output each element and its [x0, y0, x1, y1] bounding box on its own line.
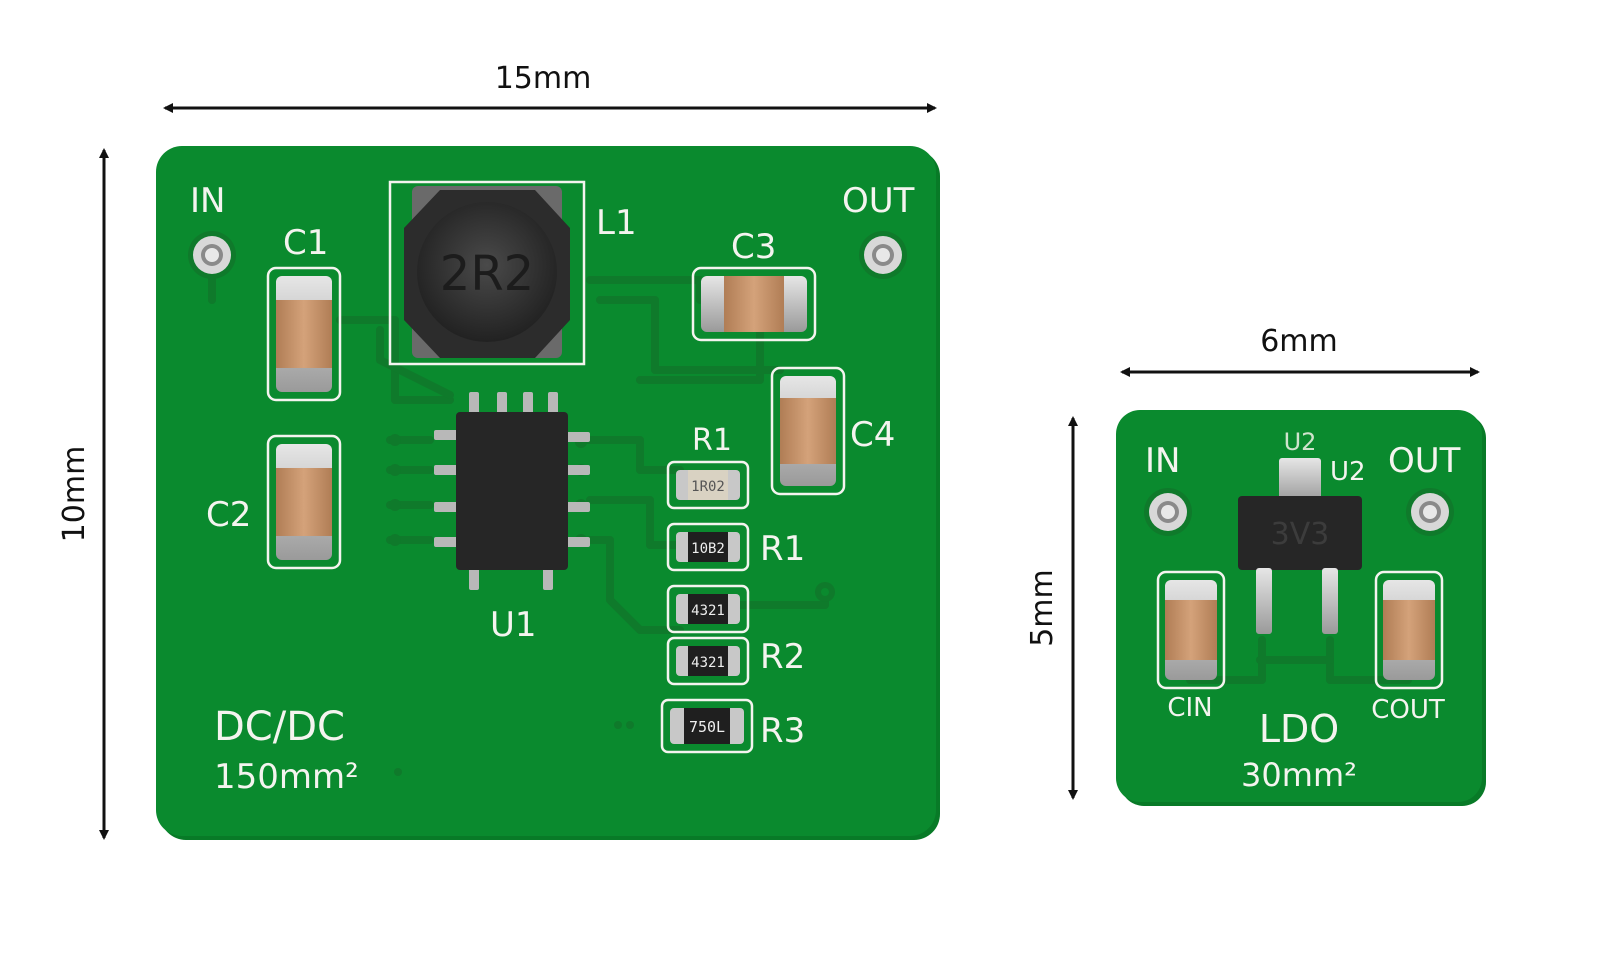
- dcdc-area: 150mm²: [214, 757, 359, 797]
- resistor-1: 1R02: [666, 460, 750, 510]
- dcdc-out-hole: [859, 231, 907, 279]
- inductor-label: L1: [596, 203, 637, 243]
- u2-marking: 3V3: [1271, 517, 1330, 552]
- r1-top-label: R1: [692, 423, 732, 458]
- resistor-5: 750L: [660, 698, 754, 754]
- c4-label: C4: [850, 415, 895, 455]
- resistor-5-marking: 750L: [689, 718, 725, 736]
- capacitor-cin: [1156, 570, 1226, 690]
- cout-label: COUT: [1371, 695, 1445, 725]
- dcdc-height-dimension: 10mm: [57, 148, 109, 840]
- capacitor-cout: [1374, 570, 1444, 690]
- inductor-marking: 2R2: [440, 246, 534, 302]
- ldo-board: IN OUT 3V3 U2 U2 CIN COUT LDO 30mm²: [1116, 410, 1486, 806]
- ldo-out-label: OUT: [1388, 441, 1461, 481]
- dcdc-out-label: OUT: [842, 181, 915, 221]
- resistor-4-marking: 4321: [691, 655, 725, 671]
- u1-label: U1: [490, 605, 537, 645]
- cin-label: CIN: [1167, 693, 1212, 723]
- r1-label: R1: [760, 529, 805, 569]
- resistor-1-marking: 1R02: [691, 479, 725, 495]
- ic-u2: 3V3: [1238, 458, 1362, 634]
- c3-label: C3: [731, 227, 776, 267]
- ldo-title: LDO: [1259, 707, 1339, 751]
- ldo-in-label: IN: [1145, 441, 1180, 481]
- dcdc-height-label: 10mm: [57, 446, 92, 543]
- c1-label: C1: [283, 223, 328, 263]
- c2-label: C2: [206, 495, 251, 535]
- resistor-3-marking: 4321: [691, 603, 725, 619]
- resistor-3: 4321: [666, 584, 750, 634]
- ldo-height-label: 5mm: [1025, 569, 1060, 647]
- dcdc-width-dimension: 15mm: [163, 61, 937, 113]
- resistor-2-marking: 10B2: [691, 541, 725, 557]
- resistor-4: 4321: [666, 636, 750, 686]
- u2-label: U2: [1330, 457, 1366, 487]
- dcdc-in-hole: [188, 231, 236, 279]
- capacitor-c3: [691, 266, 817, 342]
- ic-u1: [434, 392, 590, 590]
- ldo-area: 30mm²: [1241, 756, 1357, 794]
- dcdc-traces: [208, 251, 835, 776]
- capacitor-c2: [266, 434, 342, 570]
- ldo-height-dimension: 5mm: [1025, 416, 1078, 800]
- dcdc-width-label: 15mm: [495, 61, 592, 96]
- ldo-in-hole: [1144, 488, 1192, 536]
- dcdc-board: IN OUT 2R2 L1 C1 C2: [156, 146, 940, 840]
- ldo-width-dimension: 6mm: [1120, 324, 1480, 377]
- ldo-width-label: 6mm: [1260, 324, 1338, 359]
- u2-outline-label: U2: [1284, 428, 1317, 456]
- dcdc-in-label: IN: [190, 181, 225, 221]
- dcdc-title: DC/DC: [214, 704, 345, 750]
- ldo-out-hole: [1406, 488, 1454, 536]
- resistor-2: 10B2: [666, 522, 750, 572]
- capacitor-c1: [266, 266, 342, 402]
- capacitor-c4: [770, 366, 846, 496]
- inductor-l1: 2R2: [388, 180, 586, 366]
- r3-label: R3: [760, 711, 805, 751]
- r2-label: R2: [760, 637, 805, 677]
